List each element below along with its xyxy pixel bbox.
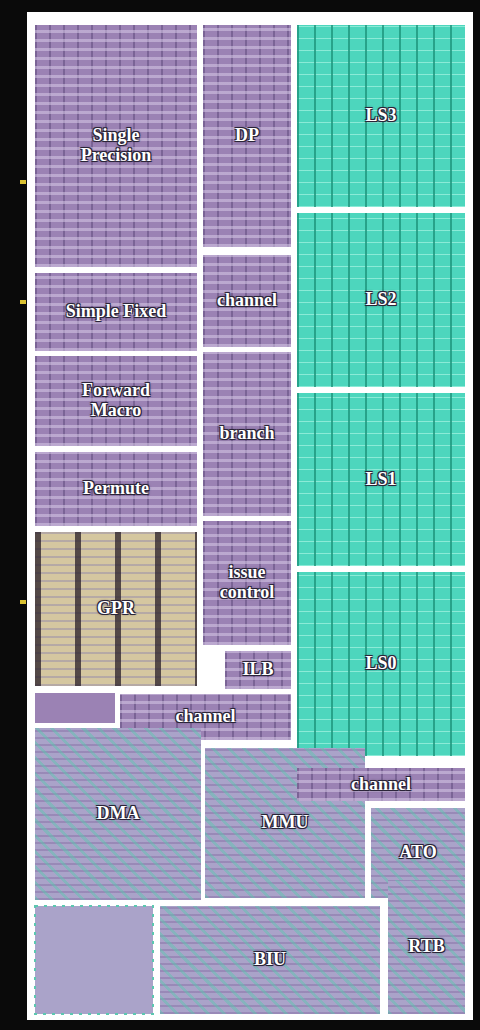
die-block: Permute [35, 452, 197, 526]
block-label: channel [175, 707, 235, 727]
die-block: Forward Macro [35, 356, 197, 446]
block-label: ILB [242, 660, 273, 680]
die-block: BIU [160, 906, 380, 1014]
die-block: LS1 [297, 393, 465, 566]
die-block: DMA [35, 728, 201, 900]
block-label: channel [351, 775, 411, 795]
pad-mark [20, 300, 26, 304]
die-block: channel [203, 255, 291, 347]
pad-mark [20, 180, 26, 184]
block-label: MMU [262, 813, 309, 833]
unlabeled-block [35, 906, 153, 1014]
die-block: ILB [225, 651, 291, 689]
block-label: Permute [83, 479, 149, 499]
pad-mark [20, 600, 26, 604]
block-label: Simple Fixed [66, 302, 167, 322]
block-label: GPR [97, 599, 135, 619]
unlabeled-block [35, 693, 115, 723]
block-label: LS0 [365, 654, 396, 674]
die-block: Simple Fixed [35, 273, 197, 351]
block-label: DP [235, 126, 259, 146]
block-label: branch [219, 424, 274, 444]
die-block: LS2 [297, 213, 465, 387]
die-ground [27, 12, 473, 1020]
block-label: Single Precision [61, 126, 171, 166]
block-label: issue control [205, 563, 289, 603]
die-block: branch [203, 352, 291, 516]
unlabeled-block [35, 906, 153, 1014]
die-block: LS0 [297, 572, 465, 756]
block-label: ATO [399, 843, 436, 863]
block-label: channel [217, 291, 277, 311]
die-block: Single Precision [35, 25, 197, 267]
block-label: DMA [97, 804, 140, 824]
block-label: LS1 [365, 470, 396, 490]
die-block: DP [203, 25, 291, 247]
die-block: GPR [35, 532, 197, 686]
block-label: Forward Macro [66, 381, 166, 421]
block-label: BIU [254, 950, 286, 970]
block-label: LS2 [365, 290, 396, 310]
die-block: LS3 [297, 25, 465, 207]
block-label: LS3 [365, 106, 396, 126]
die-block: issue control [203, 521, 291, 645]
die-block: channel [297, 768, 465, 801]
block-label: RTB [408, 937, 444, 957]
die-block: RTB [388, 880, 465, 1014]
